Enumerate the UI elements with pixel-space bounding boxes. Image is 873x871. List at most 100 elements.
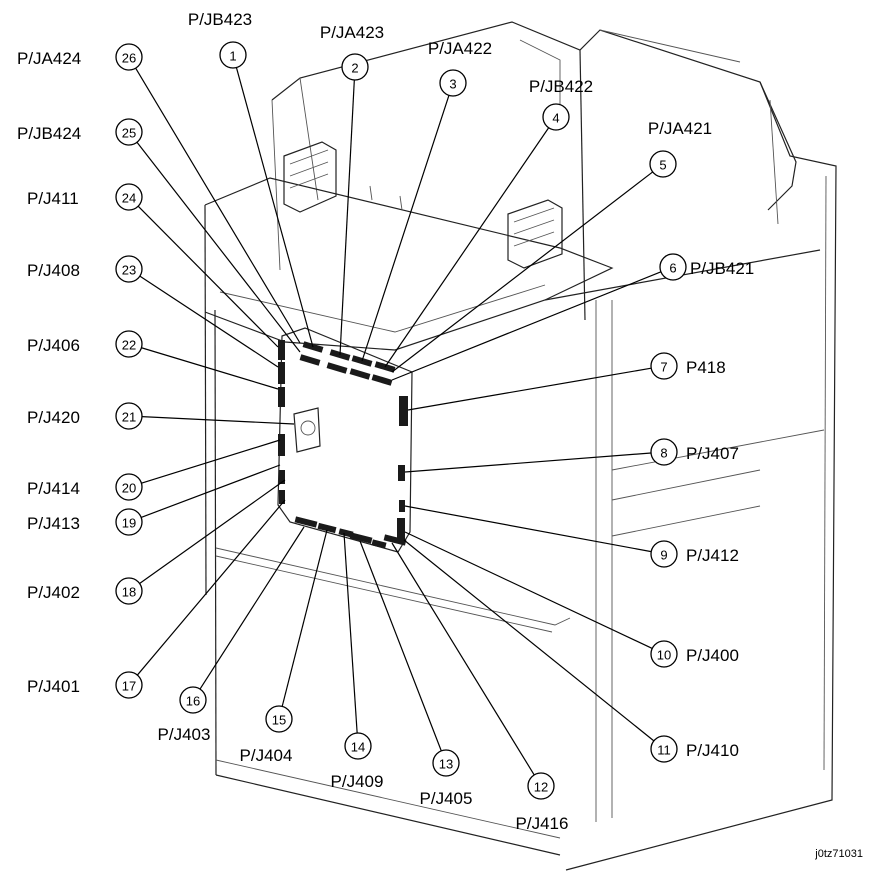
callout-bubble-10 [650, 640, 678, 668]
callout-layer: 1P/JB4232P/JA4233P/JA4224P/JB4225P/JA421… [17, 10, 754, 833]
connector-label-14: P/J409 [331, 772, 384, 791]
callout-number-24: 24 [122, 191, 136, 206]
callout-bubble-3 [439, 69, 467, 97]
callout-bubble-7 [650, 352, 678, 380]
leader-line-1 [235, 67, 314, 348]
connector-label-5: P/JA421 [648, 119, 712, 138]
callout-bubble-24 [115, 183, 143, 211]
connector-label-24: P/J411 [27, 189, 79, 208]
leader-line-9 [404, 505, 652, 553]
callout-number-21: 21 [122, 410, 136, 425]
connector-label-20: P/J414 [27, 479, 80, 498]
connector-label-18: P/J402 [27, 583, 80, 602]
callout-bubble-4 [542, 103, 570, 131]
connector-label-21: P/J420 [27, 408, 80, 427]
callout-number-20: 20 [122, 481, 136, 496]
connector-label-10: P/J400 [686, 646, 739, 665]
callout-20: 20 P/J414 [27, 439, 281, 501]
callout-bubble-15 [265, 705, 293, 733]
callout-number-7: 7 [660, 360, 667, 375]
leader-line-23 [139, 275, 279, 368]
callout-bubble-5 [649, 150, 677, 178]
callout-3: 3 P/JA422 [361, 39, 492, 362]
callout-25: 25 P/JB424 [17, 118, 301, 353]
connector-label-7: P418 [686, 358, 726, 377]
callout-bubble-1 [219, 41, 247, 69]
connector-label-3: P/JA422 [428, 39, 492, 58]
leader-line-22 [141, 347, 279, 390]
callout-19: 19P/J413 [27, 464, 281, 536]
callout-number-15: 15 [272, 713, 286, 728]
callout-13: 13P/J405 [359, 540, 473, 808]
connector-label-25: P/JB424 [17, 124, 81, 143]
callout-number-3: 3 [449, 77, 456, 92]
callout-bubble-11 [650, 735, 678, 763]
callout-18: 18 P/J402 [27, 479, 286, 605]
callout-bubble-25 [115, 118, 143, 146]
connector-label-9: P/J412 [686, 546, 739, 565]
callout-bubble-26 [115, 43, 143, 71]
callout-number-2: 2 [351, 61, 358, 76]
callout-bubble-14 [344, 732, 372, 760]
connector-label-23: P/J408 [27, 261, 80, 280]
connector-label-6: P/JB421 [690, 259, 754, 278]
callout-number-10: 10 [657, 648, 671, 663]
leader-line-15 [281, 529, 328, 707]
callout-14: 14P/J409 [331, 532, 384, 791]
callout-bubble-16 [179, 686, 207, 714]
leader-line-16 [199, 526, 305, 690]
leader-line-24 [137, 205, 279, 348]
callout-number-13: 13 [439, 757, 453, 772]
machine-outline [204, 21, 837, 871]
callout-bubble-17 [115, 671, 143, 699]
connector-label-2: P/JA423 [320, 23, 384, 42]
connector-label-4: P/JB422 [529, 77, 593, 96]
leader-line-11 [403, 539, 655, 742]
callout-number-17: 17 [122, 679, 136, 694]
callout-16: 16P/J403 [158, 526, 305, 744]
callout-bubble-20 [115, 473, 143, 501]
figure-code: j0tz71031 [814, 848, 863, 860]
callout-number-12: 12 [534, 780, 548, 795]
callout-number-23: 23 [122, 263, 136, 278]
callout-number-18: 18 [122, 585, 136, 600]
connector-label-12: P/J416 [516, 814, 569, 833]
callout-number-6: 6 [669, 261, 676, 276]
leader-line-18 [139, 479, 286, 584]
callout-21: 21 P/J420 [27, 402, 295, 430]
callout-6: 6 P/JB421 [391, 253, 754, 381]
leader-line-2 [339, 79, 355, 356]
callout-number-8: 8 [660, 446, 667, 461]
callout-1: 1 P/JB423 [188, 10, 314, 348]
connector-label-1: P/JB423 [188, 10, 252, 29]
callout-number-11: 11 [657, 743, 671, 758]
callout-number-5: 5 [659, 158, 666, 173]
pj420-module [293, 407, 321, 453]
leader-line-20 [141, 439, 281, 484]
callout-bubble-13 [432, 749, 460, 777]
callout-24: 24 P/J411 [27, 183, 279, 348]
leader-line-10 [404, 531, 653, 650]
callout-12: 12P/J416 [391, 542, 569, 833]
connector-label-22: P/J406 [27, 336, 80, 355]
callout-number-19: 19 [122, 516, 136, 531]
callout-bubble-8 [650, 438, 678, 466]
callout-bubble-12 [527, 772, 555, 800]
callout-number-1: 1 [229, 49, 236, 64]
connector-label-17: P/J401 [27, 677, 80, 696]
connectors [278, 340, 408, 549]
connector-label-15: P/J404 [240, 746, 293, 765]
connector-label-13: P/J405 [420, 789, 473, 808]
leader-line-14 [343, 532, 358, 734]
callout-bubble-18 [115, 577, 143, 605]
callout-10: 10 P/J400 [404, 531, 739, 668]
callout-number-14: 14 [351, 740, 365, 755]
callout-number-25: 25 [122, 126, 136, 141]
leader-line-26 [135, 67, 301, 344]
callout-number-22: 22 [122, 338, 136, 353]
